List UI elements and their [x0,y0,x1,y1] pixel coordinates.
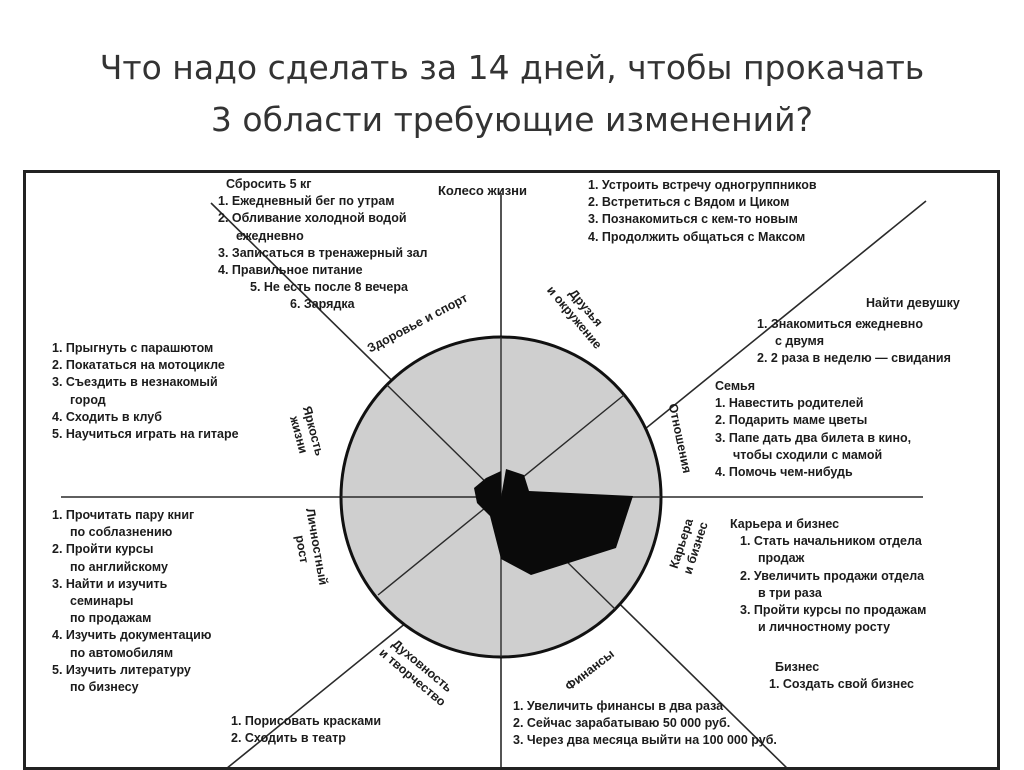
brightness-item: 1. Прыгнуть с парашютом [52,341,214,355]
brightness-item: 5. Научиться играть на гитаре [52,427,239,442]
friends-item: 2. Встретиться с Вядом и Циком [588,195,790,210]
girl-item: 1. Знакомиться ежедневно [757,317,923,331]
growth-item: по бизнесу [70,680,139,695]
family-heading: Семья [715,379,756,393]
girl-heading: Найти девушку [866,296,960,310]
title-line-2: 3 области требующие изменений? [210,100,814,139]
growth-item: 2. Пройти курсы [52,542,154,557]
business-heading: Бизнес [775,660,820,674]
health-item: 2. Обливание холодной водой [218,211,407,226]
career-item: 1. Стать начальником отдела [740,534,922,549]
spirit-goals: 1. Порисовать красками 2. Сходить в теат… [231,713,381,747]
family-goals: Семья 1. Навестить родителей 2. Подарить… [715,378,911,481]
spirit-item: 1. Порисовать красками [231,714,382,728]
growth-item: по соблазнению [70,525,173,540]
career-goals: Карьера и бизнес 1. Стать начальником от… [730,516,926,636]
girl-item: с двумя [775,334,825,349]
business-goals: Бизнес 1. Создать свой бизнес [769,659,914,693]
wheel-title: Колесо жизни [438,183,527,198]
title-line-1: Что надо сделать за 14 дней, чтобы прока… [99,48,925,87]
finance-item: 1. Увеличить финансы в два раза [513,699,724,713]
brightness-item: 4. Сходить в клуб [52,409,162,424]
finance-goals: 1. Увеличить финансы в два раза 2. Сейча… [513,698,777,750]
family-item: 1. Навестить родителей [715,396,864,411]
growth-item: 4. Изучить документацию [52,628,212,643]
career-item: в три раза [758,585,822,600]
business-item: 1. Создать свой бизнес [769,677,914,692]
growth-item: по автомобилям [70,645,174,660]
health-item: 4. Правильное питание [218,263,363,278]
family-item: чтобы сходили с мамой [733,447,883,462]
wheel-of-life-diagram: Колесо жизни Здоровье и спорт Друзья и о… [23,170,1000,770]
growth-item: 1. Прочитать пару книг [52,508,195,522]
brightness-item: 2. Покататься на мотоцикле [52,358,225,373]
brightness-item: 3. Съездить в незнакомый [52,375,218,390]
growth-item: по английскому [70,559,168,574]
girl-item: 2. 2 раза в неделю — свидания [757,351,951,366]
girl-goals: 1. Знакомиться ежедневно с двумя 2. 2 ра… [757,316,951,368]
family-item: 3. Папе дать два билета в кино, [715,430,912,445]
friends-item: 4. Продолжить общаться с Максом [588,229,806,244]
brightness-item: город [70,392,106,407]
friends-goals: 1. Устроить встречу одногруппников 2. Вс… [588,177,817,246]
health-goals: Сбросить 5 кг 1. Ежедневный бег по утрам… [218,176,427,314]
spirit-item: 2. Сходить в театр [231,731,346,746]
finance-item: 2. Сейчас зарабатываю 50 000 руб. [513,716,731,731]
career-item: и личностному росту [758,620,891,635]
career-item: 3. Пройти курсы по продажам [740,603,927,618]
growth-item: 3. Найти и изучить [52,576,168,591]
friends-item: 3. Познакомиться с кем-то новым [588,212,798,227]
growth-item: 5. Изучить литературу [52,662,191,677]
health-heading: Сбросить 5 кг [226,177,312,191]
career-item: продаж [758,551,805,566]
family-item: 4. Помочь чем-нибудь [715,465,853,480]
growth-item: семинары [70,594,134,609]
brightness-goals: 1. Прыгнуть с парашютом 2. Покататься на… [52,340,239,443]
finance-item: 3. Через два месяца выйти на 100 000 руб… [513,733,777,748]
family-item: 2. Подарить маме цветы [715,413,868,428]
growth-item: по продажам [70,611,152,626]
health-item: 3. Записаться в тренажерный зал [218,245,428,260]
health-item: 6. Зарядка [290,297,355,312]
relations-goals: Найти девушку [739,295,960,312]
health-item: 5. Не есть после 8 вечера [250,280,408,295]
wheel-graphic [61,193,927,767]
friends-item: 1. Устроить встречу одногруппников [588,178,817,192]
career-heading: Карьера и бизнес [730,517,840,531]
slide-title: Что надо сделать за 14 дней, чтобы прока… [0,42,1024,146]
wheel-level-shape [474,469,633,575]
career-item: 2. Увеличить продажи отдела [740,568,925,583]
health-item: ежедневно [236,228,304,243]
growth-goals: 1. Прочитать пару книг по соблазнению 2.… [52,507,211,696]
health-item: 1. Ежедневный бег по утрам [218,194,395,209]
